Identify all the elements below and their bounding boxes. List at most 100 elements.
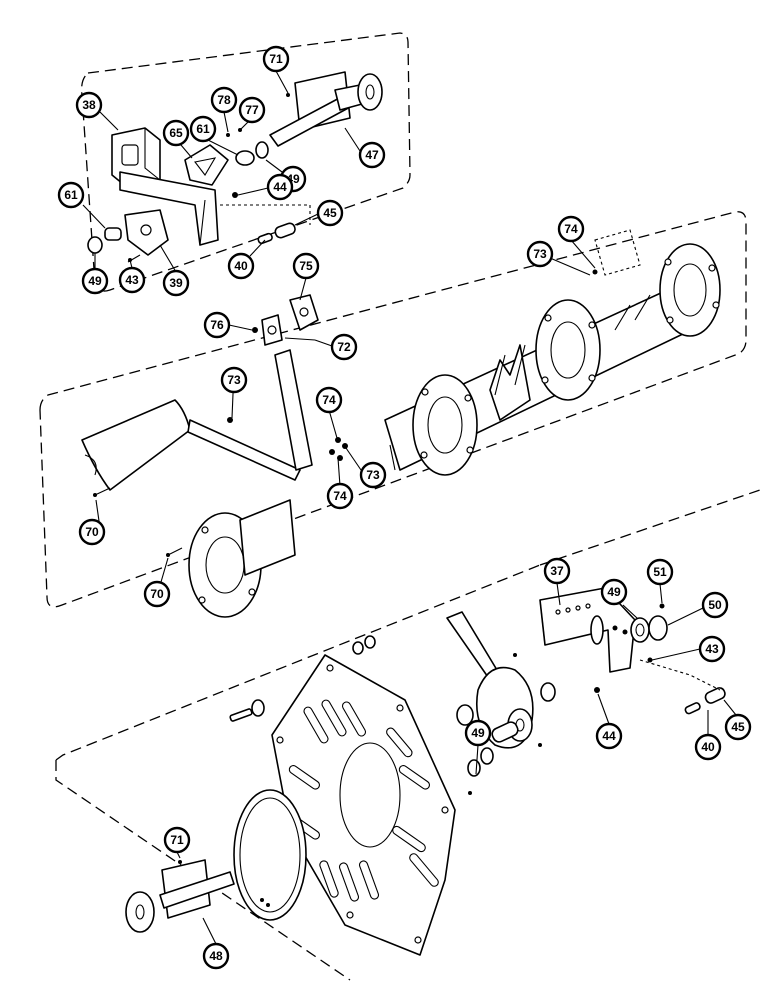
svg-text:44: 44 bbox=[273, 180, 287, 194]
callout: 61 bbox=[189, 115, 217, 143]
callout: 39 bbox=[162, 269, 190, 297]
callout: 44 bbox=[595, 722, 623, 750]
ring-left bbox=[87, 236, 103, 254]
callout: 49 bbox=[81, 267, 109, 295]
bushing bbox=[235, 150, 255, 166]
callout: 50 bbox=[701, 591, 729, 619]
svg-text:50: 50 bbox=[708, 598, 722, 612]
svg-text:47: 47 bbox=[365, 148, 379, 162]
svg-text:45: 45 bbox=[323, 206, 337, 220]
callout: 70 bbox=[143, 580, 171, 608]
callout: 74 bbox=[326, 482, 354, 510]
svg-text:70: 70 bbox=[85, 525, 99, 539]
lower-plate-assembly bbox=[125, 587, 726, 956]
lower-plate-boundary bbox=[55, 489, 761, 981]
callout: 61 bbox=[57, 181, 85, 209]
callout: 40 bbox=[694, 733, 722, 761]
callout: 74 bbox=[315, 386, 343, 414]
callouts: 71 38 78 77 65 61 47 49 44 61 45 39 40 4… bbox=[57, 45, 752, 970]
octagonal-plate bbox=[271, 654, 456, 956]
svg-text:39: 39 bbox=[169, 276, 183, 290]
svg-text:49: 49 bbox=[88, 274, 102, 288]
cover-shield bbox=[81, 399, 191, 491]
callout: 43 bbox=[118, 266, 146, 294]
callout: 73 bbox=[359, 461, 387, 489]
svg-text:74: 74 bbox=[564, 222, 578, 236]
spider-flange-right bbox=[659, 243, 721, 337]
bushing-left bbox=[104, 227, 122, 241]
svg-text:61: 61 bbox=[196, 122, 210, 136]
svg-text:40: 40 bbox=[701, 740, 715, 754]
pillow-block bbox=[184, 144, 229, 186]
svg-text:71: 71 bbox=[170, 833, 184, 847]
callout: 65 bbox=[162, 119, 190, 147]
callout: 72 bbox=[330, 333, 358, 361]
svg-text:44: 44 bbox=[602, 729, 616, 743]
callout: 70 bbox=[78, 518, 106, 546]
callout: 47 bbox=[358, 141, 386, 169]
bracket-holes bbox=[555, 603, 591, 615]
callout: 43 bbox=[698, 635, 726, 663]
svg-text:65: 65 bbox=[169, 126, 183, 140]
callout: 71 bbox=[262, 45, 290, 73]
svg-text:71: 71 bbox=[269, 52, 283, 66]
callout: 73 bbox=[220, 366, 248, 394]
ring-upper bbox=[255, 141, 269, 159]
callout: 37 bbox=[543, 557, 571, 585]
svg-text:75: 75 bbox=[299, 259, 313, 273]
assembly-boundaries bbox=[39, 32, 761, 981]
svg-text:48: 48 bbox=[209, 949, 223, 963]
svg-text:61: 61 bbox=[64, 188, 78, 202]
svg-text:74: 74 bbox=[333, 489, 347, 503]
drive-shaft-assembly bbox=[81, 229, 721, 618]
callout: 44 bbox=[266, 173, 294, 201]
callout: 78 bbox=[210, 86, 238, 114]
upright-bracket bbox=[274, 349, 313, 471]
svg-text:43: 43 bbox=[125, 273, 139, 287]
callout: 38 bbox=[75, 91, 103, 119]
callout: 48 bbox=[202, 942, 230, 970]
upper-bearing-boundary bbox=[80, 32, 411, 292]
callout: 71 bbox=[163, 826, 191, 854]
svg-text:78: 78 bbox=[217, 93, 231, 107]
leader-lines bbox=[82, 70, 737, 945]
svg-text:72: 72 bbox=[337, 340, 351, 354]
lower-stub-shaft bbox=[159, 871, 235, 909]
svg-text:73: 73 bbox=[227, 373, 241, 387]
callout: 77 bbox=[238, 96, 266, 124]
callout: 75 bbox=[292, 252, 320, 280]
pin bbox=[257, 232, 273, 245]
callout: 74 bbox=[557, 215, 585, 243]
hub-disc bbox=[357, 73, 383, 111]
svg-text:43: 43 bbox=[705, 642, 719, 656]
svg-text:51: 51 bbox=[653, 565, 667, 579]
spider-flange-center bbox=[535, 299, 601, 401]
lower-hub-disc bbox=[125, 891, 155, 933]
pin-sleeve bbox=[274, 222, 296, 239]
svg-text:74: 74 bbox=[322, 393, 336, 407]
spider-flange-left bbox=[412, 374, 478, 476]
callout: 45 bbox=[316, 199, 344, 227]
svg-text:45: 45 bbox=[731, 720, 745, 734]
lower-tube bbox=[239, 499, 296, 576]
upper-bearing-assembly bbox=[87, 71, 383, 263]
callout: 51 bbox=[646, 558, 674, 586]
svg-text:76: 76 bbox=[210, 318, 224, 332]
svg-text:37: 37 bbox=[550, 564, 564, 578]
svg-text:77: 77 bbox=[245, 103, 259, 117]
svg-text:49: 49 bbox=[471, 726, 485, 740]
svg-text:73: 73 bbox=[366, 468, 380, 482]
callout: 45 bbox=[724, 713, 752, 741]
callout: 76 bbox=[203, 311, 231, 339]
callout: 40 bbox=[227, 252, 255, 280]
gasket-ring bbox=[233, 789, 307, 921]
svg-text:38: 38 bbox=[82, 98, 96, 112]
callout: 73 bbox=[526, 240, 554, 268]
svg-text:49: 49 bbox=[607, 585, 621, 599]
svg-text:40: 40 bbox=[234, 259, 248, 273]
shaft-assembly-boundary bbox=[39, 211, 747, 608]
svg-text:73: 73 bbox=[533, 247, 547, 261]
callout: 49 bbox=[464, 719, 492, 747]
support-arm bbox=[187, 419, 301, 481]
